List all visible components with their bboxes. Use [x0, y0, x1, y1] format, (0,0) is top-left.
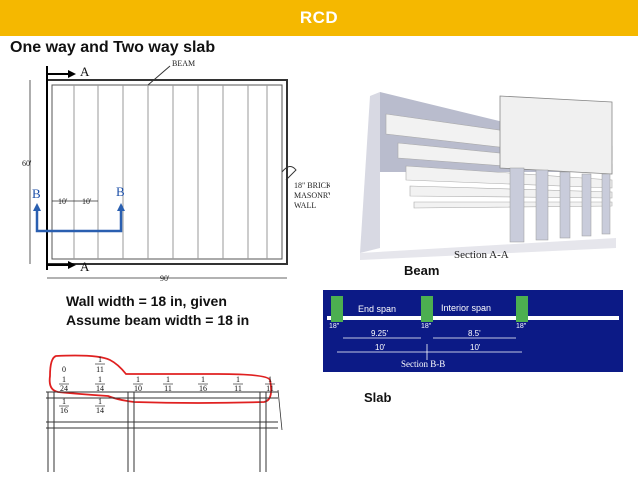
- coef-mid-6-den: 11: [266, 384, 274, 393]
- span-1: 10': [375, 343, 386, 352]
- red-highlight-outline: [48, 354, 273, 404]
- support-2: [421, 296, 433, 322]
- coef-mid-2-num: 1: [136, 375, 140, 384]
- fraction-bars: [59, 363, 275, 407]
- beam-lines: [73, 85, 268, 259]
- coef-bot-0-num: 1: [62, 397, 66, 406]
- section-b-right-label: B: [116, 184, 125, 199]
- beam-caption: Beam: [404, 263, 440, 278]
- end-span-label: End span: [358, 304, 396, 314]
- coef-mid-5-den: 11: [234, 384, 242, 393]
- section-aa-label: Section A-A: [454, 249, 509, 261]
- beam-3d-view: Section A-A: [360, 92, 616, 261]
- section-a-top-label: A: [80, 64, 90, 79]
- section-b-cut-line: [35, 209, 123, 233]
- outer-wall: [46, 79, 288, 265]
- interior-span-label: Interior span: [441, 303, 491, 313]
- coef-top-1-den: 11: [96, 365, 104, 374]
- beam-label: BEAM: [172, 59, 195, 68]
- support-3: [516, 296, 528, 322]
- support-width-1: 18": [329, 323, 340, 330]
- coef-mid-1-den: 14: [96, 384, 104, 393]
- coef-mid-0-den: 24: [60, 384, 68, 393]
- support-width-2: 18": [421, 323, 432, 330]
- coef-bot-0-den: 16: [60, 406, 68, 415]
- spacing-1: 10': [58, 197, 68, 206]
- coef-mid-3-den: 11: [164, 384, 172, 393]
- columns: [509, 167, 611, 243]
- coef-mid-4-num: 1: [201, 375, 205, 384]
- header-bar: [0, 0, 638, 36]
- support-width-3: 18": [516, 323, 527, 330]
- support-1: [331, 296, 343, 322]
- coef-top-1-num: 1: [98, 355, 102, 364]
- coef-mid-6-num: 1: [268, 375, 272, 384]
- coef-mid-5-num: 1: [236, 375, 240, 384]
- section-a-bottom-label: A: [80, 259, 90, 274]
- beam-columns: [47, 392, 267, 472]
- floor-plan-drawing: BEAM A A B B 10' 10' 60' 90' 18" BRICK M…: [22, 59, 330, 283]
- spacing-2: 10': [82, 197, 92, 206]
- coef-bot-1-den: 14: [96, 406, 104, 415]
- wall-note-1: 18" BRICK: [294, 181, 330, 190]
- moment-coefficient-diagram: 0 1 11 1 24 1 14 1 10 1 11 1 16 1 11 1 1…: [46, 354, 283, 472]
- clear-span-2: 8.5': [468, 329, 481, 338]
- coef-top-0-den: 0: [62, 365, 66, 374]
- dim-bottom: 90': [160, 274, 170, 283]
- coef-mid-0-num: 1: [62, 375, 66, 384]
- note-beam-width: Assume beam width = 18 in: [66, 312, 250, 328]
- note-wall-width: Wall width = 18 in, given: [66, 293, 227, 309]
- section-bb-panel: [323, 290, 623, 372]
- section-b-left-label: B: [32, 186, 41, 201]
- span-2: 10': [470, 343, 481, 352]
- wall-note-3: WALL: [294, 201, 316, 210]
- slab-caption: Slab: [364, 390, 392, 405]
- coef-mid-4-den: 16: [199, 384, 207, 393]
- dim-left: 60': [22, 159, 32, 168]
- coef-bot-1-num: 1: [98, 397, 102, 406]
- coef-mid-2-den: 10: [134, 384, 142, 393]
- section-bb-label: Section B-B: [401, 359, 445, 369]
- wall-note-2: MASONRY: [294, 191, 330, 200]
- coef-mid-3-num: 1: [166, 375, 170, 384]
- section-bb-diagram: End span Interior span 18" 18" 18" 9.25'…: [323, 290, 623, 372]
- slide-title: RCD: [299, 8, 339, 27]
- beam-leader: [147, 65, 171, 86]
- clear-span-1: 9.25': [371, 329, 389, 338]
- coef-mid-1-num: 1: [98, 375, 102, 384]
- slide-subtitle: One way and Two way slab: [10, 39, 216, 56]
